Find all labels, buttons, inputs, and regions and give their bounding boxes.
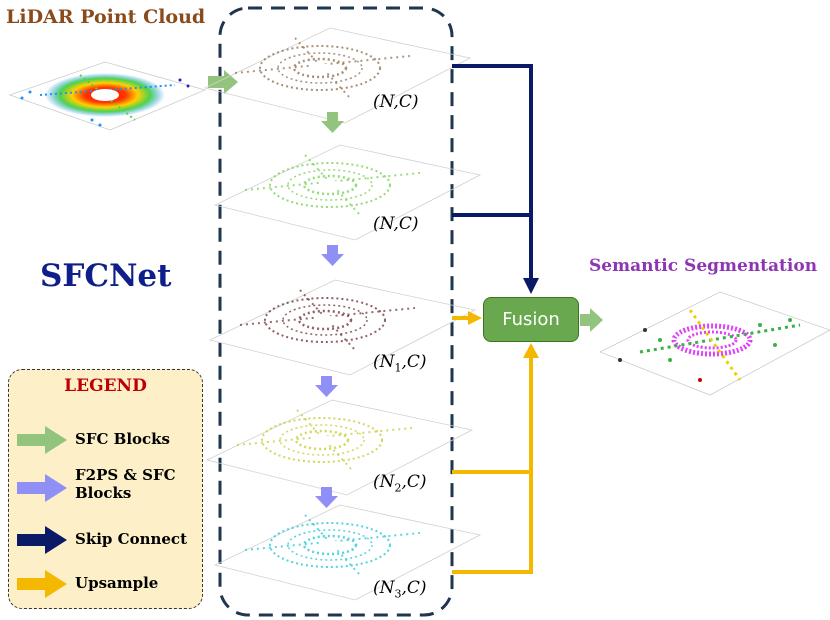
legend-item-sfc-blocks: SFC Blocks <box>17 422 199 462</box>
stage-1-dim: (N,C) <box>373 92 419 112</box>
input-title: LiDAR Point Cloud <box>6 6 206 28</box>
upsample-arrowhead-left <box>468 311 482 325</box>
stage-cloud-1 <box>203 27 472 124</box>
stage-clouds <box>203 27 482 601</box>
upsample-connections <box>452 316 533 574</box>
stage-arrow-1 <box>321 112 344 133</box>
stage-arrow-2 <box>321 245 344 266</box>
purple-arrow-icon <box>17 474 67 502</box>
legend-title: LEGEND <box>64 376 147 396</box>
legend-item-skip: Skip Connect <box>17 522 199 562</box>
legend-label-skip: Skip Connect <box>75 530 187 548</box>
stage-cloud-4 <box>205 399 474 496</box>
legend-label-upsample: Upsample <box>75 574 159 592</box>
stage-2-dim: (N,C) <box>373 214 419 234</box>
stage-3-dim: (N1,C) <box>373 352 427 375</box>
network-dashed-box <box>218 6 454 617</box>
output-segmentation-cloud <box>599 291 830 396</box>
fusion-block: Fusion <box>483 297 579 342</box>
skip-arrowhead <box>523 278 539 294</box>
input-point-cloud <box>8 61 207 131</box>
stage-cloud-3 <box>208 279 477 376</box>
output-sfc-arrow <box>580 308 603 332</box>
stage-cloud-5 <box>213 504 482 601</box>
stage-arrow-4 <box>315 487 338 508</box>
navy-arrow-icon <box>17 526 67 554</box>
legend-item-upsample: Upsample <box>17 566 199 606</box>
skip-connections <box>452 64 533 280</box>
stage-cloud-2 <box>213 144 482 241</box>
stage-arrow-3 <box>315 376 338 397</box>
stage-4-dim: (N2,C) <box>373 472 427 495</box>
green-arrow-icon <box>17 426 67 454</box>
stage-5-dim: (N3,C) <box>373 578 427 601</box>
output-title: Semantic Segmentation <box>589 256 818 276</box>
network-title: SFCNet <box>40 258 172 294</box>
legend-label-sfc: SFC Blocks <box>75 430 170 448</box>
orange-arrow-icon <box>17 570 67 598</box>
upsample-arrowhead-bottom <box>523 343 539 358</box>
input-sfc-arrow <box>208 70 238 94</box>
